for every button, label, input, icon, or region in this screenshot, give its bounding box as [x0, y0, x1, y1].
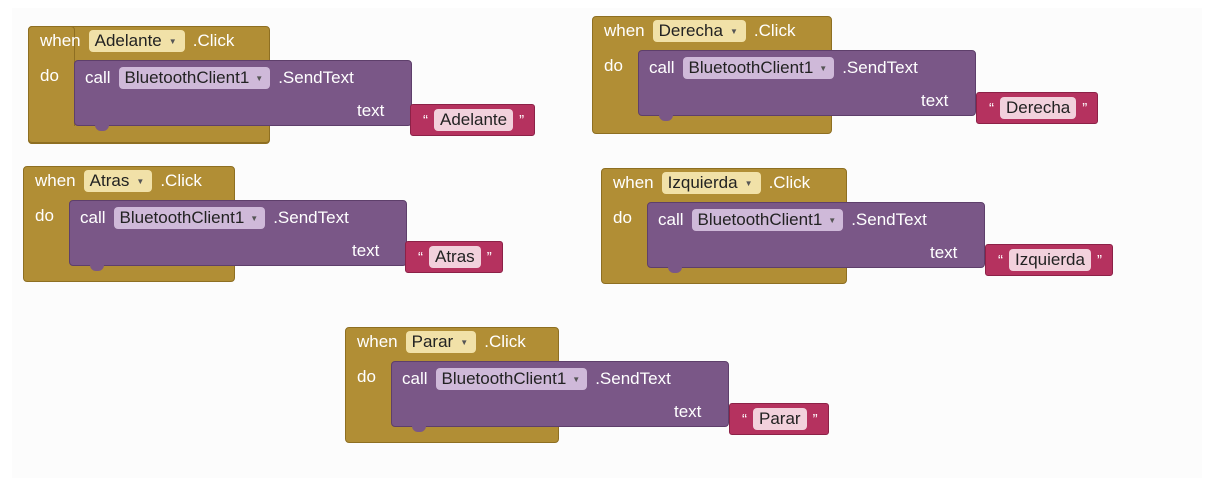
do-label: do — [357, 367, 376, 386]
dropdown-arrow-icon: ▼ — [819, 63, 828, 73]
do-label: do — [604, 56, 623, 75]
text-string-block[interactable]: “ Izquierda ” — [985, 244, 1113, 276]
call-label: call — [658, 210, 684, 229]
call-block[interactable]: call BluetoothClient1 ▼ .SendText text — [638, 50, 976, 121]
event-block-parar[interactable]: when Parar ▼ .Click do call BluetoothCli… — [345, 327, 875, 445]
click-label: .Click — [160, 171, 202, 190]
text-param-label: text — [674, 402, 702, 421]
dropdown-arrow-icon: ▼ — [168, 36, 177, 46]
call-block[interactable]: call BluetoothClient1 ▼ .SendText text — [647, 202, 985, 273]
text-string-block[interactable]: “ Atras ” — [405, 241, 503, 273]
button-dropdown[interactable]: Atras ▼ — [83, 170, 153, 192]
text-value[interactable]: Adelante — [434, 109, 514, 131]
component-name: BluetoothClient1 — [119, 208, 245, 227]
when-label: when — [604, 21, 645, 40]
text-value[interactable]: Parar — [753, 408, 807, 430]
button-name: Atras — [89, 171, 130, 190]
method-label: .SendText — [273, 208, 349, 227]
event-header: when Adelante ▼ .Click — [28, 26, 234, 56]
event-header: when Atras ▼ .Click — [23, 166, 202, 196]
when-label: when — [35, 171, 76, 190]
component-dropdown[interactable]: BluetoothClient1 ▼ — [435, 368, 588, 390]
click-label: .Click — [768, 173, 811, 192]
text-string-block[interactable]: “ Derecha ” — [976, 92, 1099, 124]
quote-open: “ — [418, 248, 423, 266]
call-block[interactable]: call BluetoothClient1 ▼ .SendText text — [69, 200, 407, 271]
do-label: do — [40, 66, 59, 85]
do-label: do — [613, 208, 632, 227]
quote-open: “ — [423, 111, 428, 129]
dropdown-arrow-icon: ▼ — [255, 73, 264, 83]
component-name: BluetoothClient1 — [697, 210, 823, 229]
click-label: .Click — [484, 332, 526, 351]
button-name: Derecha — [658, 21, 723, 40]
button-dropdown[interactable]: Derecha ▼ — [652, 20, 746, 42]
event-header: when Derecha ▼ .Click — [592, 16, 795, 46]
event-header: when Parar ▼ .Click — [345, 327, 526, 357]
button-name: Izquierda — [667, 173, 738, 192]
component-dropdown[interactable]: BluetoothClient1 ▼ — [118, 67, 271, 89]
text-param-label: text — [352, 241, 380, 260]
component-dropdown[interactable]: BluetoothClient1 ▼ — [691, 209, 844, 231]
method-label: .SendText — [278, 68, 354, 87]
call-label: call — [80, 208, 106, 227]
dropdown-arrow-icon: ▼ — [572, 374, 581, 384]
component-name: BluetoothClient1 — [124, 68, 250, 87]
event-block-derecha[interactable]: when Derecha ▼ .Click do call BluetoothC… — [592, 16, 1122, 134]
button-dropdown[interactable]: Adelante ▼ — [88, 30, 185, 52]
quote-close: ” — [519, 111, 525, 129]
dropdown-arrow-icon: ▼ — [744, 178, 753, 188]
quote-open: “ — [989, 99, 994, 117]
component-name: BluetoothClient1 — [441, 369, 567, 388]
quote-close: ” — [812, 410, 818, 428]
text-param-label: text — [930, 243, 958, 262]
call-label: call — [402, 369, 428, 388]
call-label: call — [85, 68, 111, 87]
quote-close: ” — [486, 248, 492, 266]
text-value[interactable]: Izquierda — [1009, 249, 1091, 271]
component-name: BluetoothClient1 — [688, 58, 814, 77]
dropdown-arrow-icon: ▼ — [250, 213, 259, 223]
call-block[interactable]: call BluetoothClient1 ▼ .SendText text — [74, 60, 412, 131]
event-block-atras[interactable]: when Atras ▼ .Click do call BluetoothCli… — [23, 166, 553, 284]
text-value[interactable]: Atras — [429, 246, 481, 268]
dropdown-arrow-icon: ▼ — [828, 215, 837, 225]
do-label: do — [35, 206, 54, 225]
text-string-block[interactable]: “ Parar ” — [729, 403, 829, 435]
button-dropdown[interactable]: Izquierda ▼ — [661, 172, 761, 194]
event-block-adelante[interactable]: when Adelante ▼ .Click do call Bluetooth… — [28, 26, 558, 144]
when-label: when — [40, 31, 81, 50]
component-dropdown[interactable]: BluetoothClient1 ▼ — [682, 57, 835, 79]
button-name: Adelante — [94, 31, 162, 50]
event-block-izquierda[interactable]: when Izquierda ▼ .Click do call Bluetoot… — [601, 168, 1141, 286]
when-label: when — [357, 332, 398, 351]
method-label: .SendText — [595, 369, 671, 388]
quote-open: “ — [742, 410, 747, 428]
method-label: .SendText — [842, 58, 918, 77]
component-dropdown[interactable]: BluetoothClient1 ▼ — [113, 207, 266, 229]
quote-open: “ — [998, 251, 1003, 269]
click-label: .Click — [753, 21, 796, 40]
blocks-workspace[interactable]: when Adelante ▼ .Click do call Bluetooth… — [12, 8, 1202, 478]
dropdown-arrow-icon: ▼ — [136, 176, 145, 186]
event-header: when Izquierda ▼ .Click — [601, 168, 810, 198]
call-label: call — [649, 58, 675, 77]
text-value[interactable]: Derecha — [1000, 97, 1077, 119]
text-param-label: text — [921, 91, 949, 110]
button-dropdown[interactable]: Parar ▼ — [405, 331, 477, 353]
text-param-label: text — [357, 101, 385, 120]
call-block[interactable]: call BluetoothClient1 ▼ .SendText text — [391, 361, 729, 432]
quote-close: ” — [1082, 99, 1088, 117]
dropdown-arrow-icon: ▼ — [729, 26, 738, 36]
text-string-block[interactable]: “ Adelante ” — [410, 104, 536, 136]
button-name: Parar — [411, 332, 454, 351]
method-label: .SendText — [851, 210, 927, 229]
dropdown-arrow-icon: ▼ — [460, 337, 469, 347]
when-label: when — [613, 173, 654, 192]
click-label: .Click — [192, 31, 235, 50]
quote-close: ” — [1096, 251, 1102, 269]
